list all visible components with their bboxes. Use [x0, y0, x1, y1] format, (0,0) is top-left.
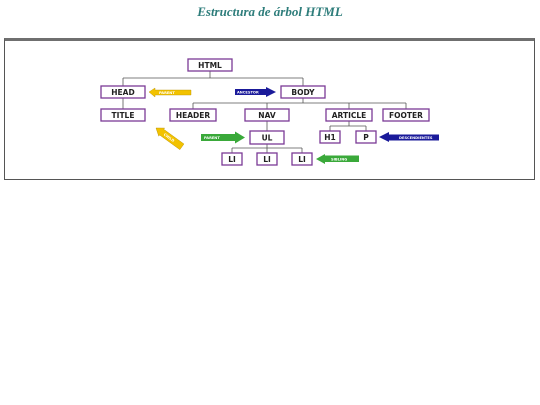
tag-descendientes: DESCENDIENTES	[379, 132, 439, 142]
node-html-label: HTML	[198, 61, 222, 70]
node-ul-label: UL	[262, 134, 273, 143]
node-article-label: ARTICLE	[332, 111, 367, 120]
yellow-arrow-diagonal-icon	[155, 127, 185, 150]
tag-ancestor: ANCESTOR	[235, 87, 276, 97]
page-title: Estructura de árbol HTML	[197, 4, 343, 19]
green-arrow-left-icon	[316, 154, 359, 164]
node-li-1-label: LI	[228, 155, 236, 164]
node-head-label: HEAD	[111, 88, 134, 97]
node-h1-label: H1	[324, 133, 336, 142]
green-arrow-right-icon	[201, 131, 245, 144]
tag-parent-head: PARENT	[148, 87, 192, 98]
node-li-2: LI	[256, 152, 278, 166]
node-footer: FOOTER	[382, 108, 430, 122]
yellow-arrow-left-icon	[148, 87, 192, 98]
node-article: ARTICLE	[325, 108, 373, 122]
node-nav-label: NAV	[258, 111, 276, 120]
tag-parent-nav-label: PARENT	[204, 136, 220, 140]
node-head: HEAD	[100, 85, 146, 99]
node-h1: H1	[319, 130, 341, 144]
node-header: HEADER	[169, 108, 217, 122]
node-nav: NAV	[244, 108, 290, 122]
tag-parent-head-label: PARENT	[159, 91, 175, 95]
node-li-1: LI	[221, 152, 243, 166]
node-li-3-label: LI	[298, 155, 306, 164]
node-body: BODY	[280, 85, 326, 99]
node-body-label: BODY	[291, 88, 315, 97]
node-p-label: P	[363, 133, 369, 142]
tag-child: CHILD	[155, 127, 185, 150]
connectors	[122, 71, 407, 153]
tag-ancestor-label: ANCESTOR	[237, 91, 259, 95]
node-footer-label: FOOTER	[389, 111, 423, 120]
blue-arrow-right-icon	[235, 87, 276, 97]
node-ul: UL	[249, 130, 285, 145]
node-li-3: LI	[291, 152, 313, 166]
node-html: HTML	[187, 58, 233, 72]
node-title: TITLE	[100, 108, 146, 122]
node-title-label: TITLE	[112, 111, 135, 120]
node-header-label: HEADER	[176, 111, 211, 120]
tag-child-label: CHILD	[163, 133, 175, 143]
blue-arrow-left-icon	[379, 132, 439, 142]
tag-sibling: SIBLING	[316, 154, 359, 164]
tag-sibling-label: SIBLING	[331, 157, 347, 161]
tag-parent-nav: PARENT	[201, 131, 245, 144]
node-p: P	[355, 130, 377, 144]
tag-descendientes-label: DESCENDIENTES	[399, 136, 433, 140]
node-li-2-label: LI	[263, 155, 271, 164]
